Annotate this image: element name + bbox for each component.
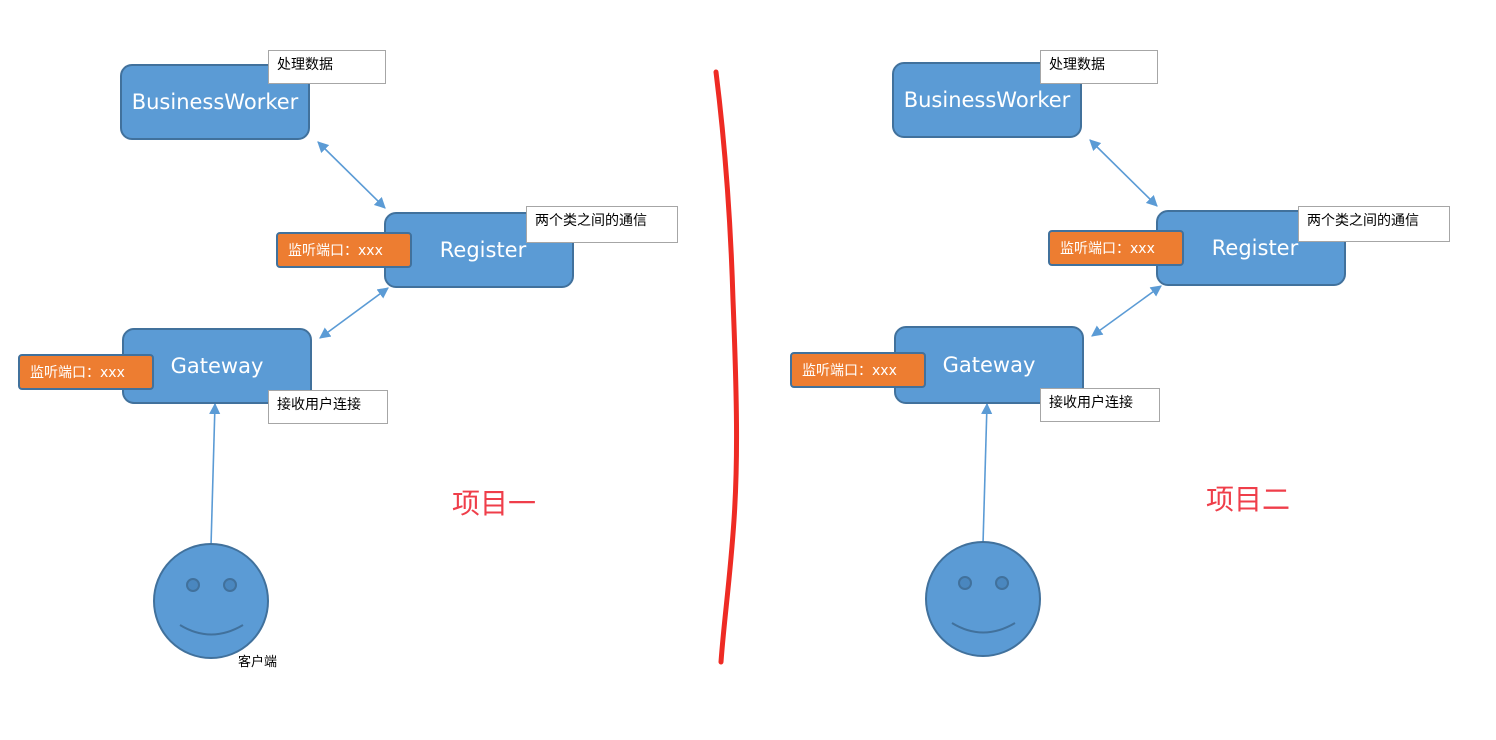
businessworker-title-1: BusinessWorker: [131, 90, 299, 114]
arrow-client-gateway-2: [981, 402, 993, 545]
gateway-port-1: 监听端口：xxx: [18, 354, 154, 390]
register-note-2: 两个类之间的通信: [1298, 206, 1450, 242]
businessworker-note-2: 处理数据: [1040, 50, 1158, 84]
register-note-1: 两个类之间的通信: [526, 206, 678, 243]
gateway-title-1: Gateway: [170, 354, 264, 378]
smiley-face-icon: [925, 541, 1041, 657]
register-title-2: Register: [1211, 236, 1299, 260]
businessworker-note-1: 处理数据: [268, 50, 386, 84]
gateway-note-1: 接收用户连接: [268, 390, 388, 424]
arrow-businessworker-register-1: [317, 141, 386, 209]
arrow-register-gateway-1: [319, 287, 389, 339]
gateway-title-2: Gateway: [942, 353, 1036, 377]
businessworker-node-1: BusinessWorker: [120, 64, 310, 140]
smiley-face-icon: [153, 543, 269, 659]
arrow-client-gateway-1: [209, 402, 221, 547]
gateway-port-2: 监听端口：xxx: [790, 352, 926, 388]
gateway-note-2: 接收用户连接: [1040, 388, 1160, 422]
arrow-businessworker-register-2: [1089, 139, 1158, 207]
register-port-1: 监听端口：xxx: [276, 232, 412, 268]
project-label-1: 项目一: [452, 487, 537, 520]
register-port-2: 监听端口：xxx: [1048, 230, 1184, 266]
arrow-register-gateway-2: [1091, 285, 1162, 337]
divider-line: [713, 69, 740, 665]
register-title-1: Register: [439, 238, 527, 262]
project-label-2: 项目二: [1206, 483, 1291, 516]
businessworker-title-2: BusinessWorker: [903, 88, 1071, 112]
client-label-1: 客户端: [238, 655, 278, 670]
